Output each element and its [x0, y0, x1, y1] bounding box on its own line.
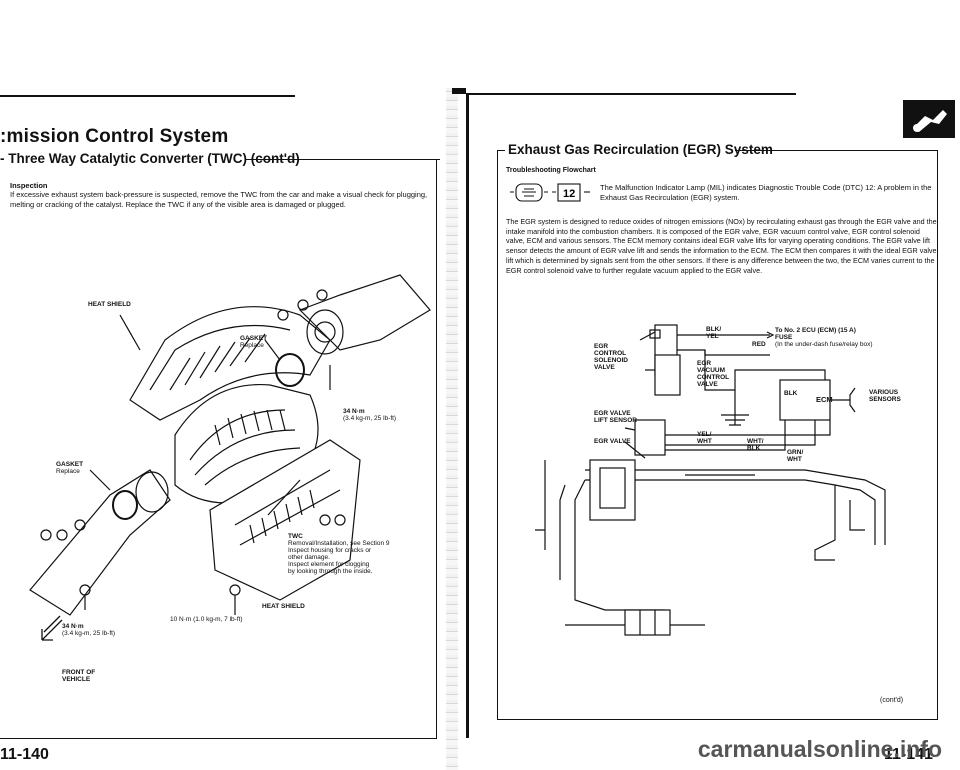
- wire-yel-wht-1: YEL/: [697, 431, 712, 438]
- gasket-top-label: GASKET: [240, 335, 268, 342]
- egr-vacuum-label-3: CONTROL: [697, 374, 730, 381]
- fuse-label-3: (In the under-dash fuse/relay box): [775, 341, 873, 348]
- right-page-number: 11-141: [884, 746, 933, 763]
- fuse-label-2: FUSE: [775, 334, 793, 341]
- inspection-body: If excessive exhaust system back-pressur…: [10, 190, 428, 209]
- various-sensors-label-2: SENSORS: [869, 396, 901, 403]
- watermark-text: carmanualsonline.info: [697, 736, 942, 762]
- egr-solenoid-label-1: EGR: [594, 343, 609, 350]
- egr-solenoid-label-3: SOLENOID: [594, 357, 628, 364]
- torque-bottom-label: 10 N·m (1.0 kg-m, 7 lb-ft): [170, 616, 243, 623]
- top-rule: [0, 95, 295, 97]
- right-page-top-rule: [466, 93, 796, 95]
- gutter-top-mark: [452, 88, 466, 94]
- heat-shield-bottom-label: HEAT SHIELD: [262, 603, 305, 610]
- wire-yel-wht-2: WHT: [697, 438, 712, 445]
- torque-right-imperial: (3.4 kg-m, 25 lb-ft): [343, 415, 397, 422]
- torque-left-label: 34 N·m: [62, 623, 84, 630]
- wire-wht-blk-2: BLK: [747, 445, 761, 452]
- twc-label: TWC: [288, 533, 303, 540]
- frame-bottom-rule-r: [497, 719, 938, 721]
- mil-dtc-icons: 12: [510, 183, 590, 202]
- lift-sensor-label-1: EGR VALVE: [594, 410, 631, 417]
- wire-blk: BLK: [784, 390, 798, 397]
- egr-system-diagram: [535, 324, 886, 636]
- wire-blk-yel-2: YEL: [706, 333, 719, 340]
- frame-right-rule: [436, 159, 438, 739]
- egr-valve-label: EGR VALVE: [594, 438, 631, 445]
- wire-blk-yel-1: BLK/: [706, 326, 722, 333]
- inspection-heading: Inspection: [10, 181, 48, 190]
- lift-sensor-label-2: LIFT SENSOR: [594, 417, 637, 424]
- front-of-vehicle-label-1: FRONT OF: [62, 669, 96, 676]
- ecm-label: ECM: [816, 395, 833, 404]
- egr-solenoid-label-2: CONTROL: [594, 350, 627, 357]
- left-page-title: :mission Control System: [0, 126, 229, 147]
- right-page-title: Exhaust Gas Recirculation (EGR) System: [508, 142, 773, 157]
- left-page-number: 11-140: [0, 746, 49, 763]
- front-of-vehicle-label-2: VEHICLE: [62, 676, 91, 683]
- twc-note-1: Removal/Installation, see Section 9: [288, 540, 390, 547]
- egr-solenoid-label-4: VALVE: [594, 364, 615, 371]
- egr-vacuum-label-2: VACUUM: [697, 367, 726, 374]
- title-rule-left: [497, 150, 505, 152]
- title-rule-right: [735, 150, 938, 152]
- wire-wht-blk-1: WHT/: [747, 438, 764, 445]
- mil-description: The Malfunction Indicator Lamp (MIL) ind…: [600, 183, 932, 202]
- egr-system-description: The EGR system is designed to reduce oxi…: [506, 217, 937, 275]
- frame-bottom-rule: [0, 738, 437, 740]
- gasket-top-note: Replace: [240, 342, 264, 349]
- egr-vacuum-label-1: EGR: [697, 360, 712, 367]
- twc-note-3: other damage.: [288, 554, 330, 561]
- dtc-code: 12: [563, 188, 575, 200]
- gasket-left-label: GASKET: [56, 461, 84, 468]
- various-sensors-label-1: VARIOUS: [869, 389, 899, 396]
- troubleshooting-heading: Troubleshooting Flowchart: [506, 167, 596, 174]
- twc-exploded-diagram: [29, 274, 431, 641]
- fuse-label-1: To No. 2 ECU (ECM) (15 A): [775, 327, 856, 334]
- egr-vacuum-label-4: VALVE: [697, 381, 718, 388]
- twc-note-5: by looking through the inside.: [288, 568, 373, 575]
- left-page-subtitle: - Three Way Catalytic Converter (TWC) (c…: [0, 151, 300, 166]
- page-gutter: [446, 88, 458, 770]
- wire-grn-wht-1: GRN/: [787, 449, 804, 456]
- torque-left-imperial: (3.4 kg-m, 25 lb-ft): [62, 630, 116, 637]
- engine-section-icon: [903, 100, 955, 138]
- wire-grn-wht-2: WHT: [787, 456, 802, 463]
- continued-note: (cont'd): [880, 697, 904, 704]
- subtitle-rule: [245, 159, 440, 161]
- twc-note-4: Inspect element for clogging: [288, 561, 370, 568]
- frame-left-rule: [497, 150, 499, 720]
- twc-note-2: Inspect housing for cracks or: [288, 547, 372, 554]
- wire-red: RED: [752, 341, 766, 348]
- gasket-left-note: Replace: [56, 468, 80, 475]
- right-page-left-border: [466, 93, 469, 738]
- torque-right-label: 34 N·m: [343, 408, 365, 415]
- heat-shield-top-label: HEAT SHIELD: [88, 301, 131, 308]
- frame-right-rule-r: [937, 150, 939, 720]
